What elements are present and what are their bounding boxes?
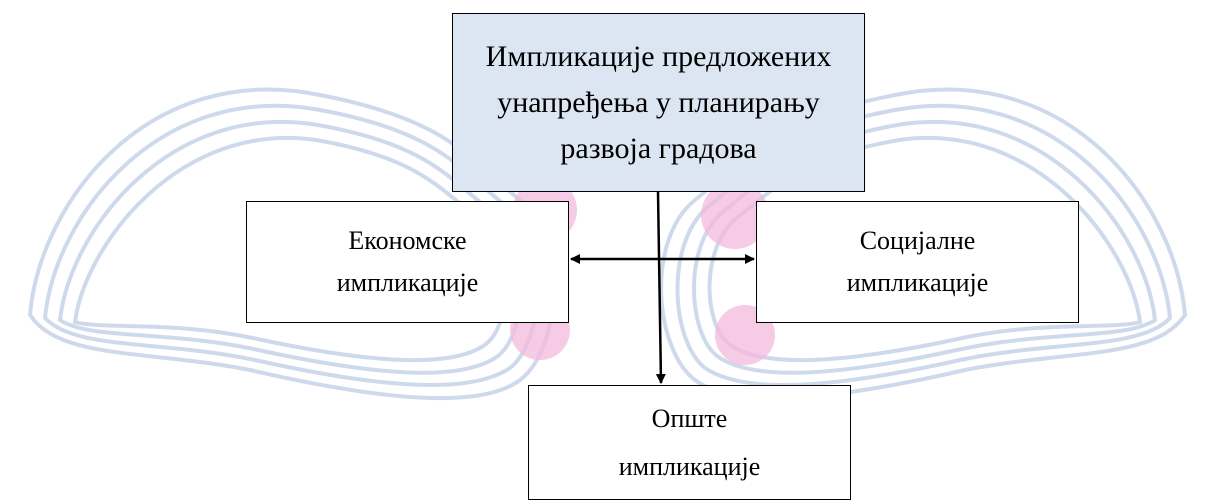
node-main-line-3: развоја градова <box>560 131 757 165</box>
node-social-implications: Социјалне импликације <box>756 201 1079 323</box>
node-economic-line-2: импликације <box>336 268 479 297</box>
arrow-top-to-bottom <box>655 191 666 384</box>
node-main-line-1: Импликације предложених <box>485 39 832 73</box>
node-social-text: Социјалне импликације <box>847 220 989 304</box>
node-general-line-2: импликације <box>618 451 761 481</box>
node-general-line-1: Опште <box>651 403 728 433</box>
node-economic-implications: Економске импликације <box>246 201 569 323</box>
node-social-line-1: Социјалне <box>859 226 976 255</box>
node-main-implications: Импликације предложених унапређења у пла… <box>452 13 865 192</box>
node-general-implications: Опште импликације <box>528 385 851 500</box>
node-economic-text: Економске импликације <box>337 220 479 304</box>
node-economic-line-1: Економске <box>348 226 467 255</box>
node-main-implications-text: Импликације предложених унапређења у пла… <box>486 34 832 172</box>
node-general-text: Опште импликације <box>619 395 761 491</box>
node-main-line-2: унапређења у планирању <box>497 85 820 119</box>
node-social-line-2: импликације <box>846 268 989 297</box>
